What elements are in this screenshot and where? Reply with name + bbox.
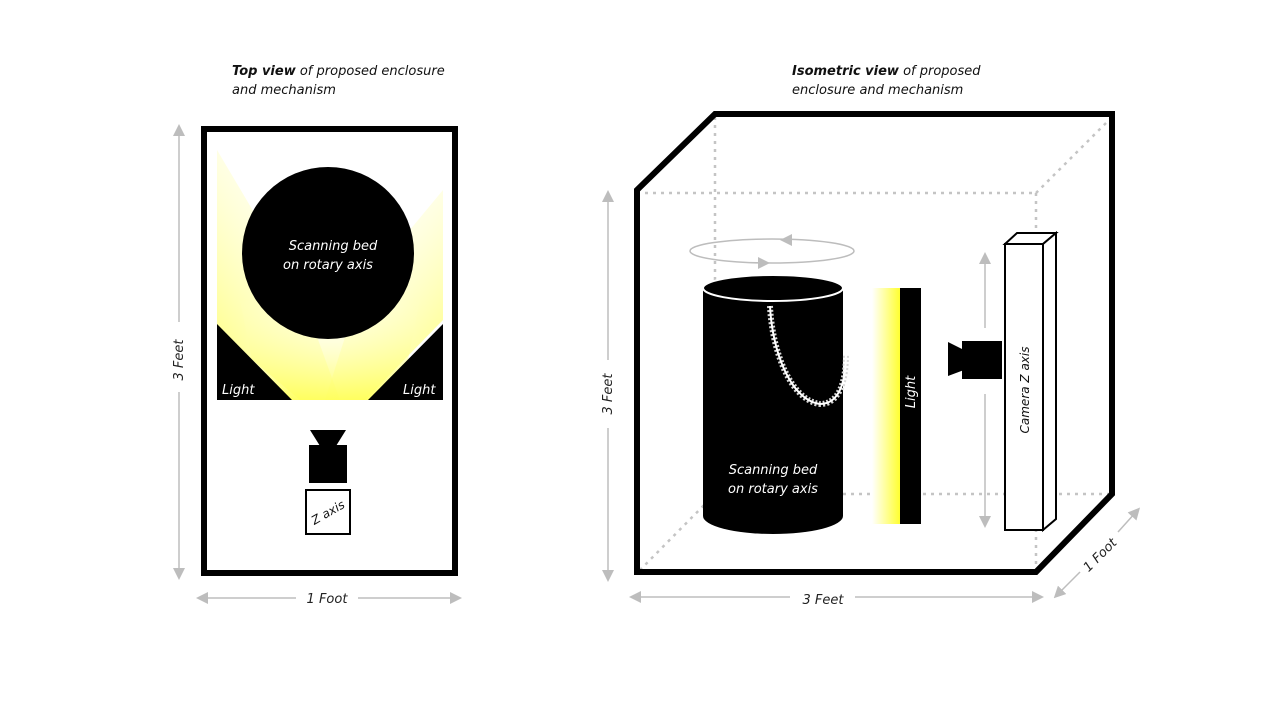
iso-view-caption-line2: enclosure and mechanism: [792, 83, 963, 98]
iso-rotation-arrow-bottom: [758, 257, 770, 269]
iso-depth-dimension-lower: [1053, 571, 1081, 599]
top-view-caption-bold: Top view: [232, 64, 297, 79]
iso-height-label: 3 Feet: [601, 373, 616, 415]
top-z-axis-box: [305, 489, 351, 535]
top-width-label: 1 Foot: [307, 592, 349, 607]
iso-view-caption-bold: Isometric view: [792, 64, 900, 79]
top-camera-body: [309, 445, 347, 483]
iso-view-caption: Isometric view of proposed: [792, 64, 981, 79]
top-view-caption-rest: of proposed enclosure: [296, 64, 445, 79]
iso-depth-dimension-upper: [1117, 507, 1141, 533]
top-scanning-bed: [242, 167, 414, 339]
top-view-caption: Top view of proposed enclosure: [232, 64, 445, 79]
top-view-caption-line2: and mechanism: [232, 83, 336, 98]
iso-bed-label-line1: Scanning bed: [729, 463, 818, 478]
top-view: Top view of proposed enclosure and mecha…: [172, 64, 462, 607]
iso-width-label: 3 Feet: [803, 593, 845, 608]
iso-rotation-path: [689, 238, 855, 264]
iso-camera-lens: [948, 342, 964, 376]
iso-light-label: Light: [904, 375, 919, 408]
top-bed-label-line1: Scanning bed: [289, 239, 378, 254]
iso-view-caption-rest: of proposed: [899, 64, 981, 79]
iso-enclosure-outline: [634, 111, 1115, 575]
top-light-left-label: Light: [222, 383, 255, 398]
iso-rotation-arrow-top: [780, 234, 792, 246]
iso-camera-body: [962, 341, 1002, 379]
iso-camera-z-axis-column: [1002, 230, 1059, 533]
top-height-label: 3 Feet: [172, 339, 187, 381]
top-camera-lens: [310, 430, 346, 446]
top-light-left: [217, 324, 292, 400]
top-bed-label-line2: on rotary axis: [283, 258, 373, 273]
iso-depth-label: 1 Foot: [1081, 535, 1121, 575]
iso-light-glow: [872, 288, 902, 524]
top-light-right: [368, 324, 443, 400]
top-light-right-label: Light: [403, 383, 436, 398]
iso-camera-axis-label: Camera Z axis: [1018, 347, 1032, 434]
iso-light-panel: [900, 288, 921, 524]
iso-view: Isometric view of proposed enclosure and…: [601, 64, 1141, 608]
iso-necklace-highlight: [769, 305, 847, 406]
iso-bed-label-line2: on rotary axis: [728, 482, 818, 497]
